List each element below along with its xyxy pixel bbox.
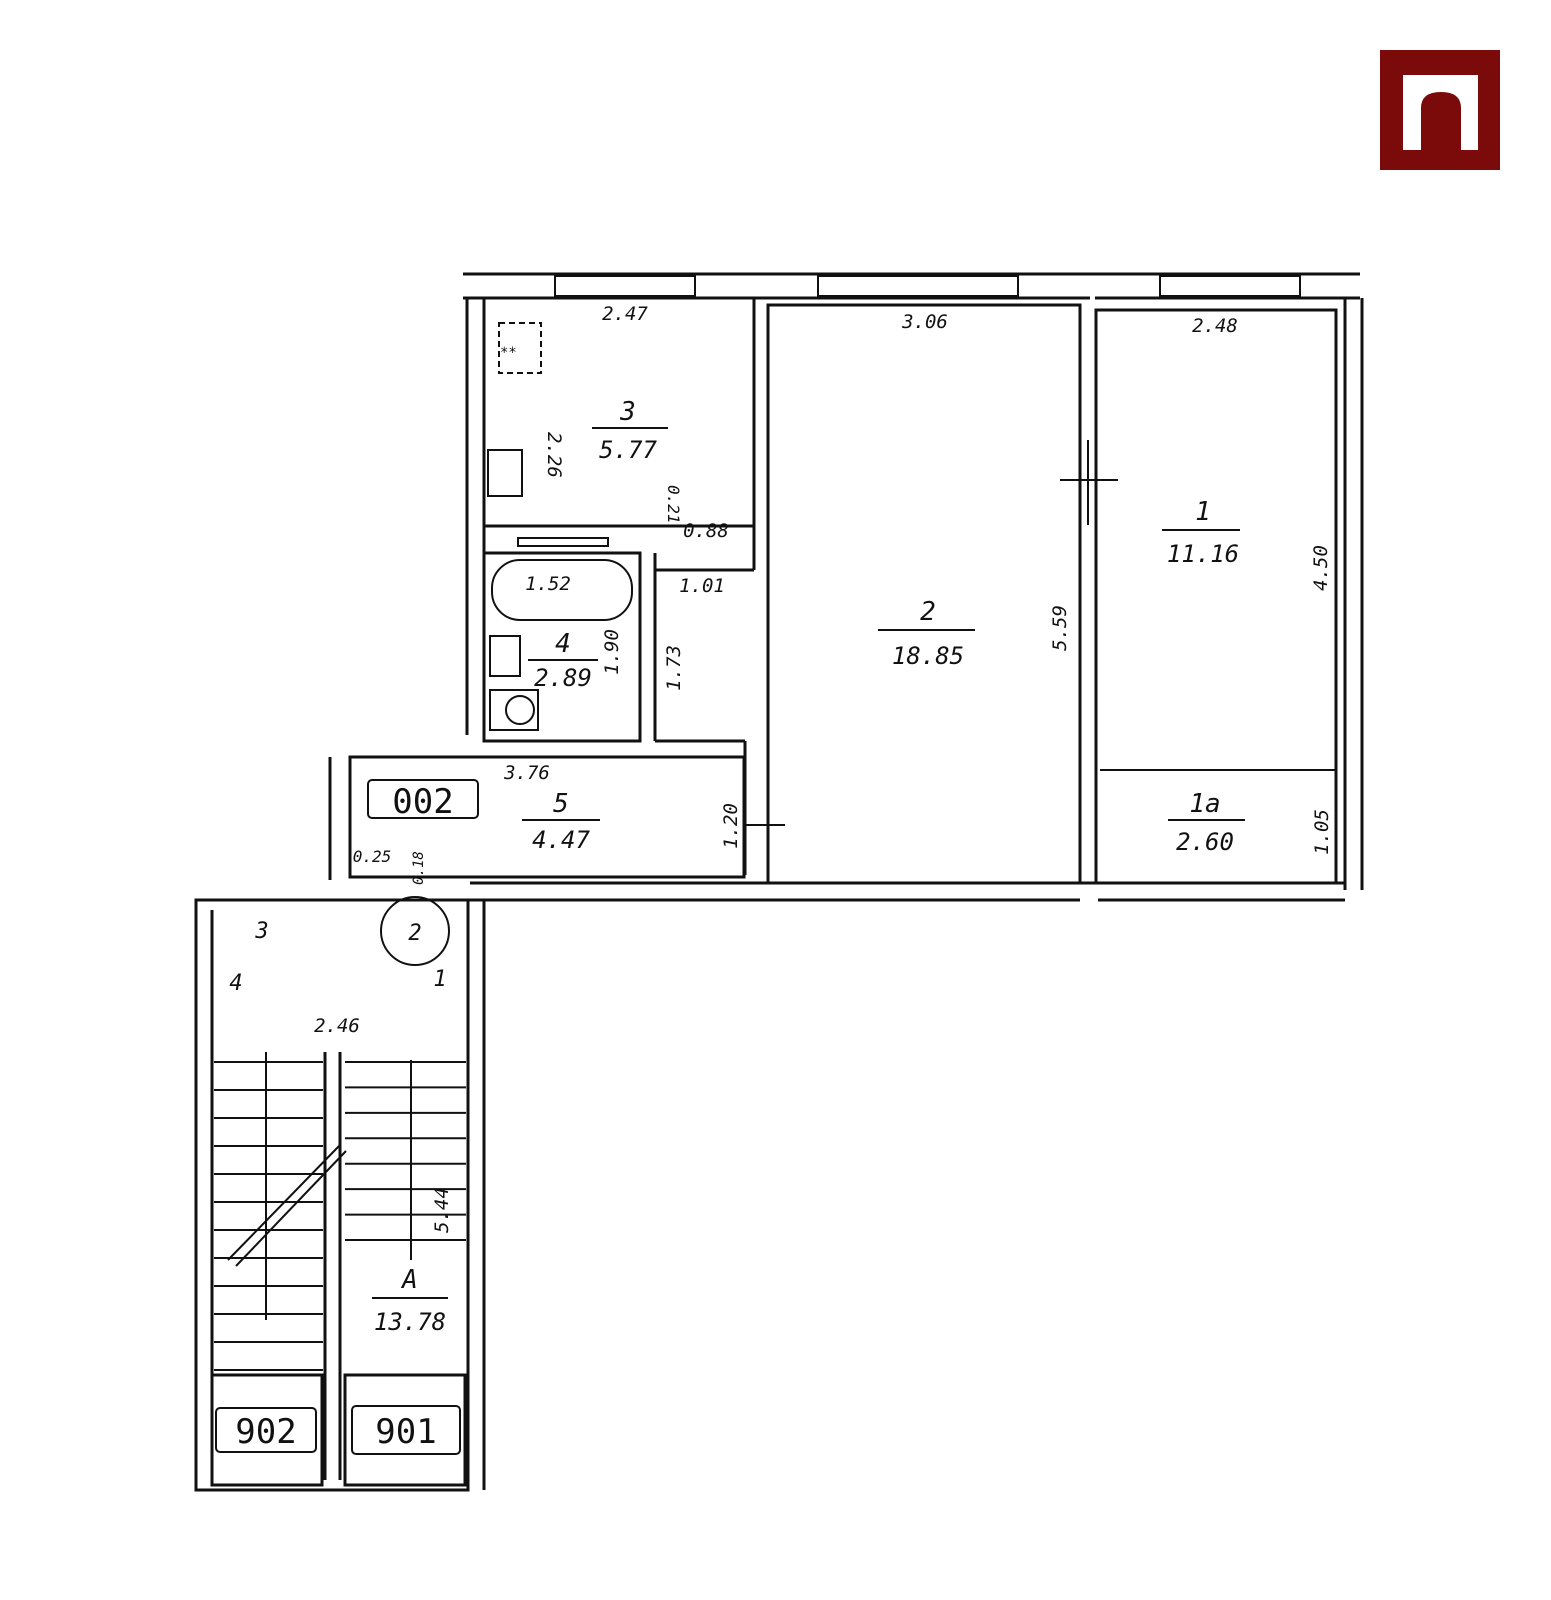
dim-2-46: 2.46 bbox=[314, 1015, 360, 1037]
dim-2-26: 2.26 bbox=[543, 432, 565, 478]
room-2-area: 18.85 bbox=[892, 642, 964, 670]
room-2-number: 2 bbox=[920, 597, 936, 627]
brand-logo bbox=[1380, 50, 1500, 170]
dim-0-18: 0.18 bbox=[411, 851, 427, 885]
room-5 bbox=[328, 755, 785, 880]
room-4 bbox=[482, 537, 642, 743]
room-5-area: 4.47 bbox=[532, 826, 590, 854]
dim-4-50: 4.50 bbox=[1310, 545, 1332, 591]
stair-mark-1: 1 bbox=[433, 967, 446, 992]
dim-5-59: 5.59 bbox=[1049, 605, 1071, 651]
dim-0-88: 0.88 bbox=[683, 520, 729, 542]
svg-text:**: ** bbox=[500, 345, 517, 361]
stair-mark-4: 4 bbox=[229, 971, 242, 996]
room-2 bbox=[766, 303, 1082, 885]
dim-3-06: 3.06 bbox=[901, 311, 948, 333]
stair-mark-2: 2 bbox=[408, 921, 421, 946]
room-3-area: 5.77 bbox=[599, 436, 657, 464]
room-A-number: A bbox=[400, 1265, 418, 1295]
room-labels: 3 5.77 2 18.85 1 11.16 1a 2.60 4 2.89 5 … bbox=[372, 397, 1245, 1336]
dim-1-05: 1.05 bbox=[1311, 809, 1333, 855]
door-902-number: 902 bbox=[235, 1412, 296, 1452]
dimension-labels: 2.47 3.06 2.48 2.26 0.21 0.88 1.01 1.52 … bbox=[314, 303, 1333, 1233]
dim-0-25: 0.25 bbox=[353, 847, 392, 866]
room-4-number: 4 bbox=[555, 629, 571, 659]
room-1-area: 11.16 bbox=[1167, 540, 1239, 568]
door-901-number: 901 bbox=[375, 1412, 436, 1452]
dim-3-76: 3.76 bbox=[503, 762, 550, 784]
dim-1-20: 1.20 bbox=[720, 803, 742, 849]
room-1 bbox=[1060, 308, 1338, 885]
dim-1-01: 1.01 bbox=[679, 575, 725, 597]
room-A-area: 13.78 bbox=[374, 1308, 446, 1336]
exterior-walls bbox=[463, 272, 1364, 902]
room-3: ** bbox=[482, 296, 756, 528]
stair-marks: 1 2 3 4 bbox=[229, 919, 446, 996]
room-1a-area: 2.60 bbox=[1176, 828, 1234, 856]
dim-1-73: 1.73 bbox=[663, 645, 685, 691]
dim-2-47: 2.47 bbox=[602, 303, 648, 325]
stairwell bbox=[194, 896, 486, 1492]
stair-mark-3: 3 bbox=[254, 919, 268, 944]
room-1a-number: 1a bbox=[1189, 789, 1220, 819]
apartment-door-number: 002 bbox=[392, 782, 453, 822]
room-3-number: 3 bbox=[619, 397, 636, 427]
room-1-number: 1 bbox=[1195, 497, 1211, 527]
room-4-area: 2.89 bbox=[534, 664, 592, 692]
dim-2-48: 2.48 bbox=[1192, 315, 1238, 337]
dim-0-21: 0.21 bbox=[664, 485, 683, 524]
door-numbers: 002 902 901 bbox=[215, 779, 479, 1455]
room-5-number: 5 bbox=[553, 789, 569, 819]
dim-5-44: 5.44 bbox=[431, 1187, 453, 1233]
dim-1-90: 1.90 bbox=[601, 629, 623, 675]
dim-1-52: 1.52 bbox=[525, 573, 571, 595]
